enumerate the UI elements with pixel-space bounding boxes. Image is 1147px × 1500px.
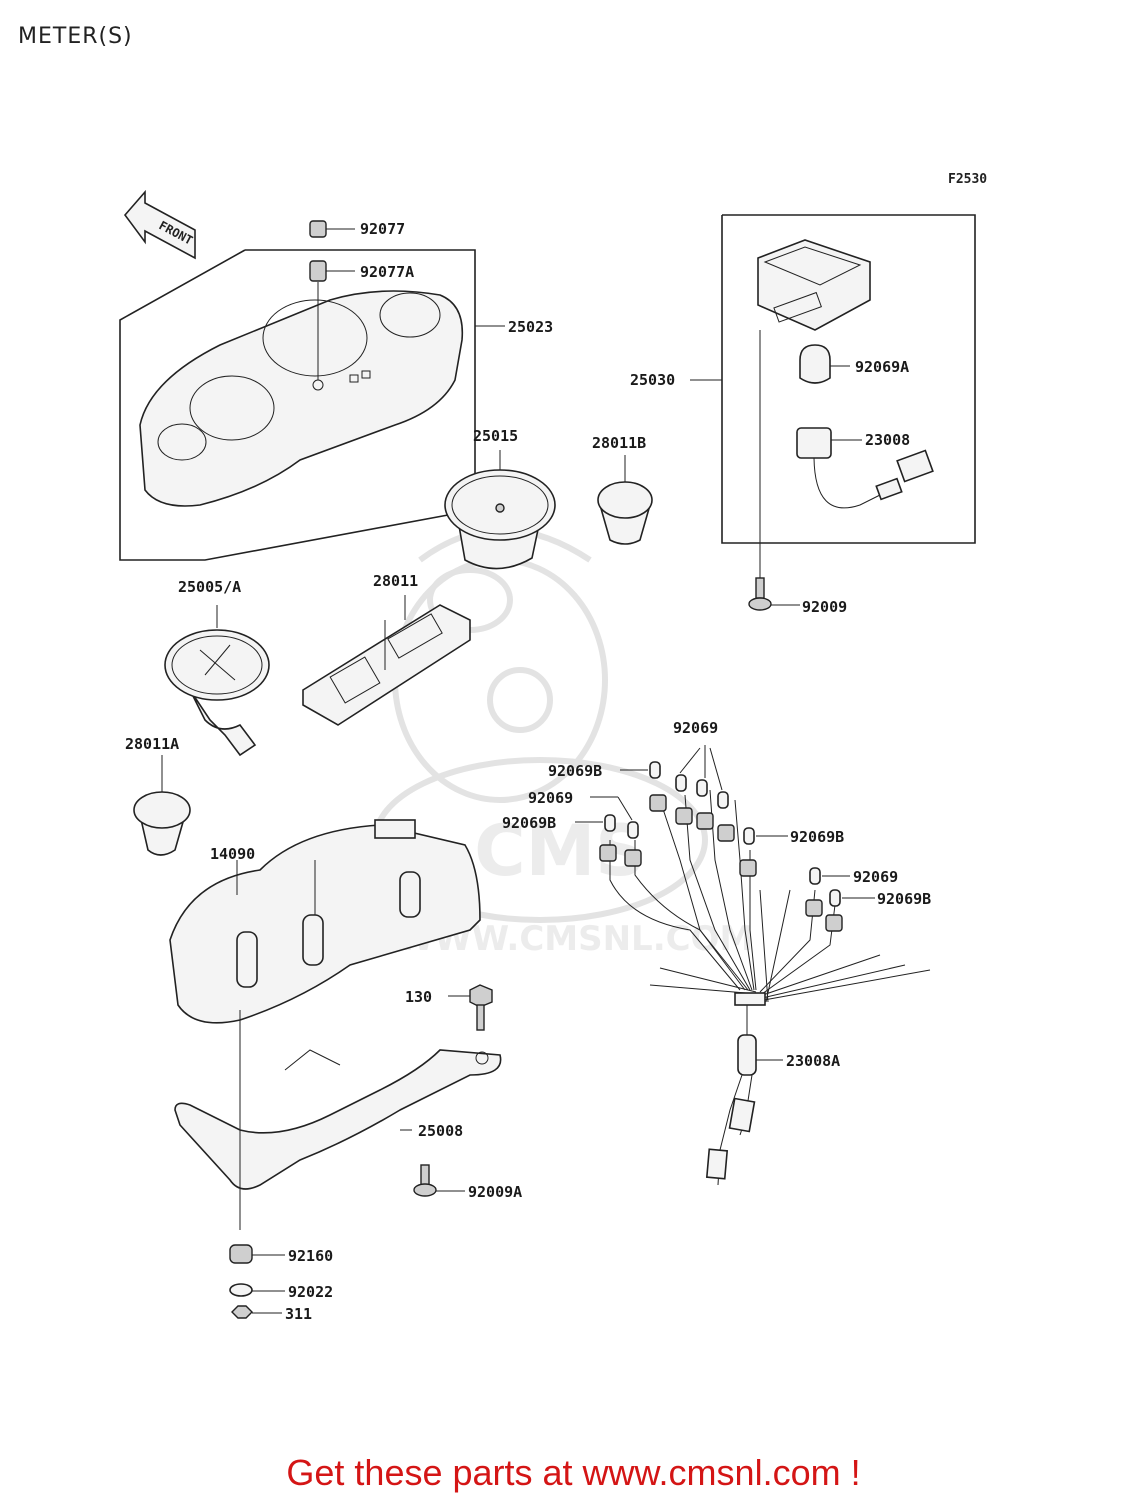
part-label-92009A: 92009A [468,1183,523,1201]
meter-case-14090 [169,819,481,1024]
part-label-92160: 92160 [288,1247,334,1265]
part-label-92069B-4: 92069B [877,890,932,908]
part-label-92069B-3: 92069B [790,828,845,846]
socket-28011A [133,755,191,856]
part-label-92069-top: 92069 [673,719,719,737]
part-label-25023: 25023 [508,318,554,336]
screw-92009 [748,577,800,611]
gauge-25005A [164,605,270,757]
part-label-92077: 92077 [360,220,406,238]
part-label-28011A: 28011A [125,735,180,753]
part-label-28011: 28011 [373,572,419,590]
part-label-311: 311 [285,1305,313,1323]
part-label-25005A: 25005/A [178,578,242,596]
cover-group-outline [119,249,476,561]
part-label-23008: 23008 [865,431,911,449]
bolt-130 [448,984,493,1031]
bulb-92069A [799,344,850,384]
part-label-23008A: 23008A [786,1052,841,1070]
part-label-25030: 25030 [630,371,676,389]
watermark-brand: CMS [474,810,645,892]
part-label-92069B-1: 92069B [548,762,603,780]
part-label-14090: 14090 [210,845,256,863]
part-label-25008: 25008 [418,1122,464,1140]
part-label-92022: 92022 [288,1283,334,1301]
socket-28011B [597,455,653,545]
indicator-unit-25030 [757,239,871,331]
part-label-28011B: 28011B [592,434,647,452]
part-label-92077A: 92077A [360,263,415,281]
washer-92022 [229,1283,285,1297]
part-label-92069B-2: 92069B [502,814,557,832]
page-title: METER(S) [18,24,133,49]
part-label-92009: 92009 [802,598,848,616]
promo-footer-link[interactable]: Get these parts at www.cmsnl.com ! [286,1452,861,1493]
socket-23008 [796,427,934,509]
bulb-leader-lines [575,745,875,899]
figure-id: F2530 [948,172,988,187]
plate-25008 [174,1049,502,1190]
nut-311 [231,1305,282,1319]
harness-bulbs [599,761,843,932]
part-label-25015: 25015 [473,427,519,445]
cap-92077 [309,220,327,238]
meter-cover-25023 [139,290,464,507]
indicator-group-outline [721,214,976,544]
part-label-92069-left: 92069 [528,789,574,807]
screw-92009A [413,1164,465,1197]
part-label-130: 130 [405,988,433,1006]
wiring-harness-23008A [609,789,931,1186]
grommet-92160 [229,1244,285,1264]
gauge-25015 [444,450,556,570]
part-label-92069A: 92069A [855,358,910,376]
front-arrow-icon: FRONT [123,189,196,260]
part-label-92069-right: 92069 [853,868,899,886]
bracket-28011 [302,595,471,726]
cap-92077A [309,260,327,282]
